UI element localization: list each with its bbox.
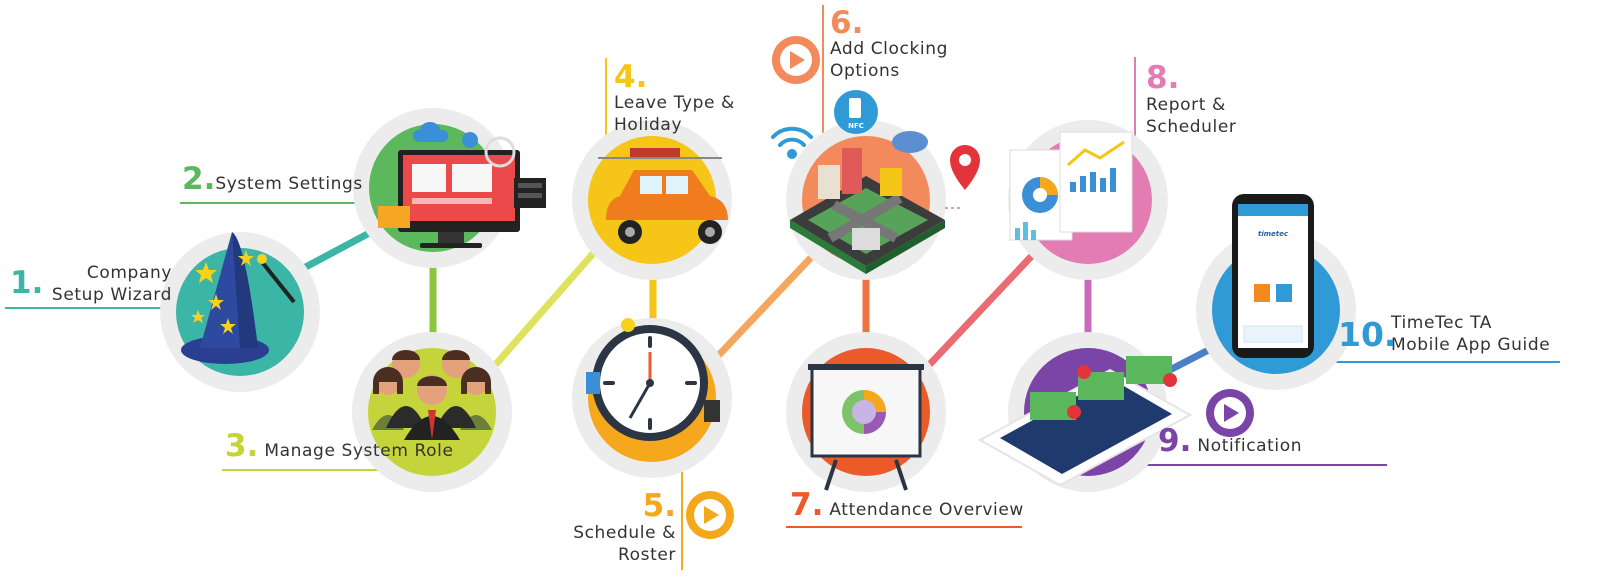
step-3-label[interactable]: 3. Manage System Role (225, 431, 454, 462)
step-1-title-line-1: Company (86, 263, 172, 283)
city-map-icon (790, 148, 945, 274)
step-4-title-line-2: Holiday (614, 115, 683, 135)
step-3-number: 3. (225, 428, 259, 464)
team-people-icon (372, 350, 492, 440)
step-8-number: 8. (1146, 60, 1180, 96)
connector-7-8 (911, 241, 1046, 384)
step-8-title-line-2: Scheduler (1146, 117, 1237, 137)
step-7-circle (786, 332, 946, 492)
step-9-number: 9. (1158, 423, 1192, 459)
step-10-label[interactable]: 10. TimeTec TA Mobile App Guide (1338, 312, 1550, 356)
step-7-number: 7. (790, 487, 824, 523)
step-9-label[interactable]: 9. Notification (1158, 426, 1303, 457)
step-6-title-line-1: Add Clocking (830, 39, 948, 59)
step-3-title: Manage System Role (264, 441, 454, 461)
step-8-circle (1008, 120, 1168, 280)
connector-3-4 (478, 236, 609, 384)
step-1-circle (160, 232, 320, 392)
step-5-label[interactable]: 5. Schedule & Roster (560, 490, 676, 566)
sensor-device-icon (892, 131, 928, 153)
step-4-circle (572, 120, 732, 280)
step-10-number: 10. (1338, 315, 1397, 354)
phone-brand-text: timetec (1258, 230, 1289, 238)
step-1-number: 1. (10, 265, 44, 301)
step-2-title: System Settings (215, 174, 363, 194)
step-3-circle (352, 332, 512, 492)
monitor-icon (378, 122, 546, 248)
step-6-number: 6. (830, 5, 864, 41)
step-10-circle: timetec (1196, 194, 1356, 390)
step-4-number: 4. (614, 59, 648, 95)
step-8-label[interactable]: 8. Report & Scheduler (1146, 62, 1237, 138)
clock-icon (586, 318, 720, 441)
step-6-title-line-2: Options (830, 61, 900, 81)
video-play-button-step-9[interactable] (1206, 389, 1254, 437)
presentation-board-icon (808, 364, 924, 491)
report-charts-icon (1009, 131, 1133, 241)
step-2-number: 2. (182, 161, 216, 197)
step-2-label[interactable]: 2.System Settings (182, 164, 363, 195)
step-9-title: Notification (1197, 436, 1303, 456)
step-1-title-line-2: Setup Wizard (51, 285, 172, 305)
step-5-title-line-1: Schedule & (573, 523, 676, 543)
step-10-title-line-1: TimeTec TA (1391, 313, 1493, 333)
connector-5-6 (696, 244, 824, 379)
smartphone-icon: timetec (1232, 194, 1314, 358)
step-5-title-line-2: Roster (617, 545, 676, 565)
video-play-button-step-5[interactable] (686, 491, 734, 539)
step-6-label[interactable]: 6. Add Clocking Options (830, 8, 948, 82)
step-5-number: 5. (642, 488, 676, 524)
location-pin-icon (950, 145, 980, 190)
step-4-title-line-1: Leave Type & (614, 93, 735, 113)
step-7-title: Attendance Overview (829, 500, 1024, 520)
step-9-circle (977, 332, 1193, 492)
step-5-circle (572, 318, 732, 478)
tablet-notification-icon (977, 356, 1193, 487)
step-7-label[interactable]: 7. Attendance Overview (790, 490, 1024, 521)
step-6-circle: NFC (771, 90, 980, 280)
step-4-label[interactable]: 4. Leave Type & Holiday (614, 62, 735, 136)
step-1-label[interactable]: 1. Company Setup Wizard (10, 262, 172, 306)
wifi-icon (771, 126, 813, 159)
video-play-button-step-6[interactable] (772, 36, 820, 84)
wizard-hat-icon (181, 232, 296, 364)
car-icon (598, 148, 728, 244)
nfc-badge-text: NFC (848, 122, 864, 130)
nfc-phone-icon: NFC (834, 90, 878, 134)
step-2-circle (353, 108, 546, 268)
step-8-title-line-1: Report & (1146, 95, 1226, 115)
step-10-title-line-2: Mobile App Guide (1391, 335, 1551, 355)
